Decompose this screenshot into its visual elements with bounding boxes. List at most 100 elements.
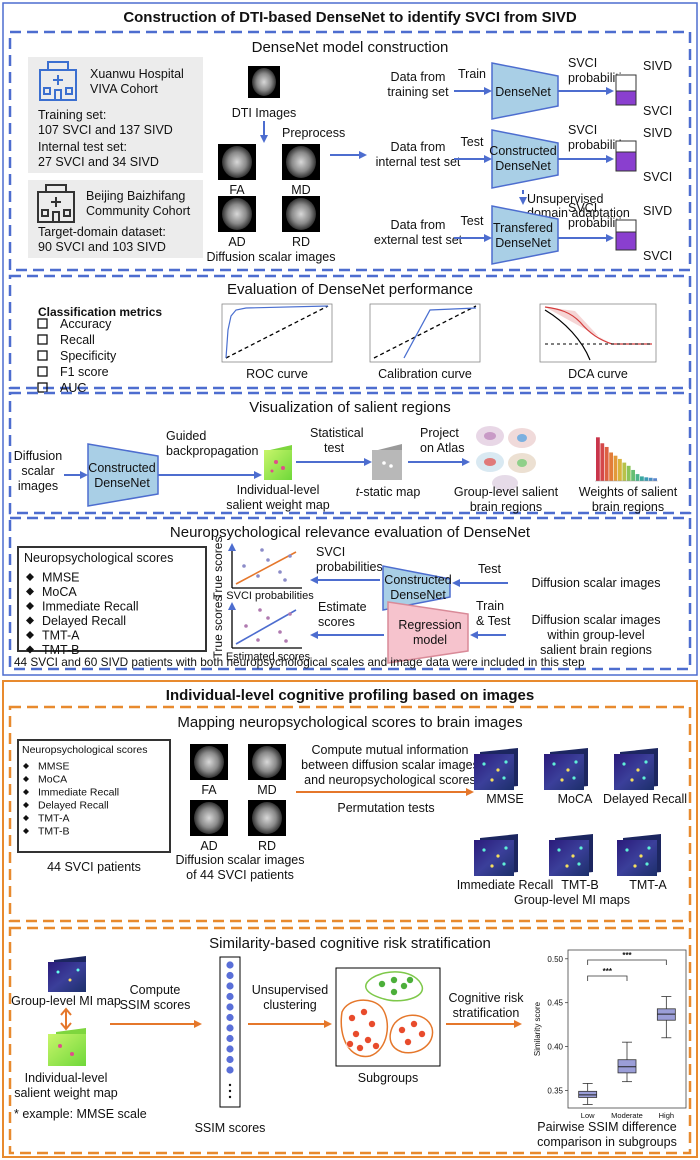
weights-label: brain regions — [592, 500, 664, 514]
mi-map-cube — [474, 748, 518, 790]
ssim-dot — [226, 992, 234, 1001]
compute-ssim-label: SSIM scores — [120, 998, 191, 1012]
row1-source: training set — [387, 85, 449, 99]
vis-input: scalar — [21, 464, 54, 478]
uda-label: domain adaptation — [527, 206, 630, 220]
train-label: Train — [458, 67, 486, 81]
calibration-label: Calibration curve — [378, 367, 472, 381]
neuro-panel — [8, 516, 692, 671]
ssim-label: SSIM scores — [195, 1121, 266, 1135]
sivd-label: SIVD — [643, 126, 672, 140]
weight-bar — [648, 477, 653, 481]
svci-label: SVCI — [643, 104, 672, 118]
compute-ssim-label: Compute — [130, 983, 181, 997]
neuro-prob-label: SVCI — [316, 545, 345, 559]
probability-outputs — [558, 87, 614, 242]
plot1-ylabel: True scores — [211, 537, 225, 600]
checkbox-icon — [37, 366, 48, 377]
sivd-label: SIVD — [643, 204, 672, 218]
ssim-dot — [226, 971, 234, 980]
uda-label: Unsupervised — [527, 192, 603, 206]
ad-label: AD — [228, 235, 245, 249]
neuro-input2: within group-level — [546, 628, 644, 642]
rd-label: RD — [292, 235, 310, 249]
project-label: on Atlas — [420, 441, 464, 455]
scalar-caption: Diffusion scalar images — [207, 250, 336, 264]
subgroups-label: Subgroups — [358, 1071, 418, 1085]
guided-label: backpropagation — [166, 444, 258, 458]
neuro-panel-title: Neuropsychological relevance evaluation … — [170, 524, 531, 541]
weight-map-label: salient weight map — [226, 498, 330, 512]
double-arrow-icon — [60, 1007, 72, 1031]
neuro-input1: Diffusion scalar images — [532, 576, 661, 590]
weight-bar — [653, 478, 657, 481]
vis-box-label: Constructed — [88, 461, 155, 475]
roc-label: ROC curve — [246, 367, 308, 381]
y-tick-label: 0.45 — [547, 999, 563, 1008]
neuro-box1-label: Constructed — [384, 573, 451, 587]
pairwise-label: comparison in subgroups — [537, 1135, 677, 1149]
stat-label: Statistical — [310, 426, 364, 440]
scatter-plot-2 — [228, 602, 302, 649]
sig-bracket — [587, 959, 667, 965]
metric-item: AUC — [60, 381, 86, 395]
weight-bar — [635, 474, 640, 481]
box-plot-frame — [567, 949, 687, 1109]
compute-label: Compute mutual information — [311, 743, 468, 757]
constructed-label: Constructed — [489, 144, 556, 158]
patients-label: 44 SVCI patients — [47, 860, 141, 874]
y-tick-label: 0.35 — [547, 1086, 563, 1095]
diamond-icon — [26, 631, 34, 639]
checkbox-icon — [37, 382, 48, 393]
ellipsis-dot — [228, 1089, 232, 1093]
ssim-dots — [226, 961, 234, 1099]
mi-map-label: Immediate Recall — [457, 878, 554, 892]
weights-bar-chart — [595, 437, 658, 482]
constructed-densenet-box — [491, 129, 559, 189]
cluster-label: Unsupervised — [252, 983, 328, 997]
mi-map-cube — [617, 834, 661, 876]
map-caption: Diffusion scalar images — [176, 853, 305, 867]
weight-bar — [631, 469, 635, 481]
mi-map-label: TMT-A — [629, 878, 667, 892]
score-item: MoCA — [42, 585, 77, 599]
diamond-icon — [23, 815, 29, 821]
metrics-title: Classification metrics — [38, 305, 162, 319]
hospital-icon — [39, 61, 77, 101]
checkbox-icon — [37, 350, 48, 361]
diamond-icon — [26, 573, 34, 581]
dti-label: DTI Images — [232, 106, 297, 120]
metric-item: Recall — [60, 333, 95, 347]
densenet-label: DenseNet — [495, 85, 551, 99]
train-test-label: Train — [476, 599, 504, 613]
score-item: TMT-A — [42, 628, 80, 642]
score-item: Delayed Recall — [42, 614, 126, 628]
tmap-cube — [372, 444, 402, 480]
target-counts: 90 SVCI and 103 SIVD — [38, 240, 166, 254]
top-section-border — [2, 2, 698, 676]
prob-label: SVCI — [568, 123, 597, 137]
risk-label: stratification — [453, 1006, 520, 1020]
bottom-title: Individual-level cognitive profiling bas… — [166, 687, 534, 704]
transfered-label: DenseNet — [495, 236, 551, 250]
diamond-icon — [23, 828, 29, 834]
calibration-plot — [369, 303, 481, 363]
dca-plot — [539, 303, 657, 363]
bottom-section-border — [2, 680, 698, 1158]
ellipsis-dot — [228, 1083, 232, 1087]
test-label: Test — [461, 135, 484, 149]
row1-source: Data from — [391, 70, 446, 84]
stat-label: test — [324, 441, 345, 455]
diamond-icon — [23, 776, 29, 782]
mi-map-label: Delayed Recall — [603, 792, 687, 806]
map-caption: of 44 SVCI patients — [186, 868, 294, 882]
diamond-icon — [26, 587, 34, 596]
model-panel — [8, 30, 692, 272]
neuro-test-label: Test — [478, 562, 501, 576]
metric-item: Specificity — [60, 349, 117, 363]
mapping-scores-box — [17, 739, 171, 853]
densenet-box — [491, 62, 559, 120]
score-item: TMT-B — [38, 826, 70, 838]
x-category-label: Moderate — [611, 1111, 643, 1120]
